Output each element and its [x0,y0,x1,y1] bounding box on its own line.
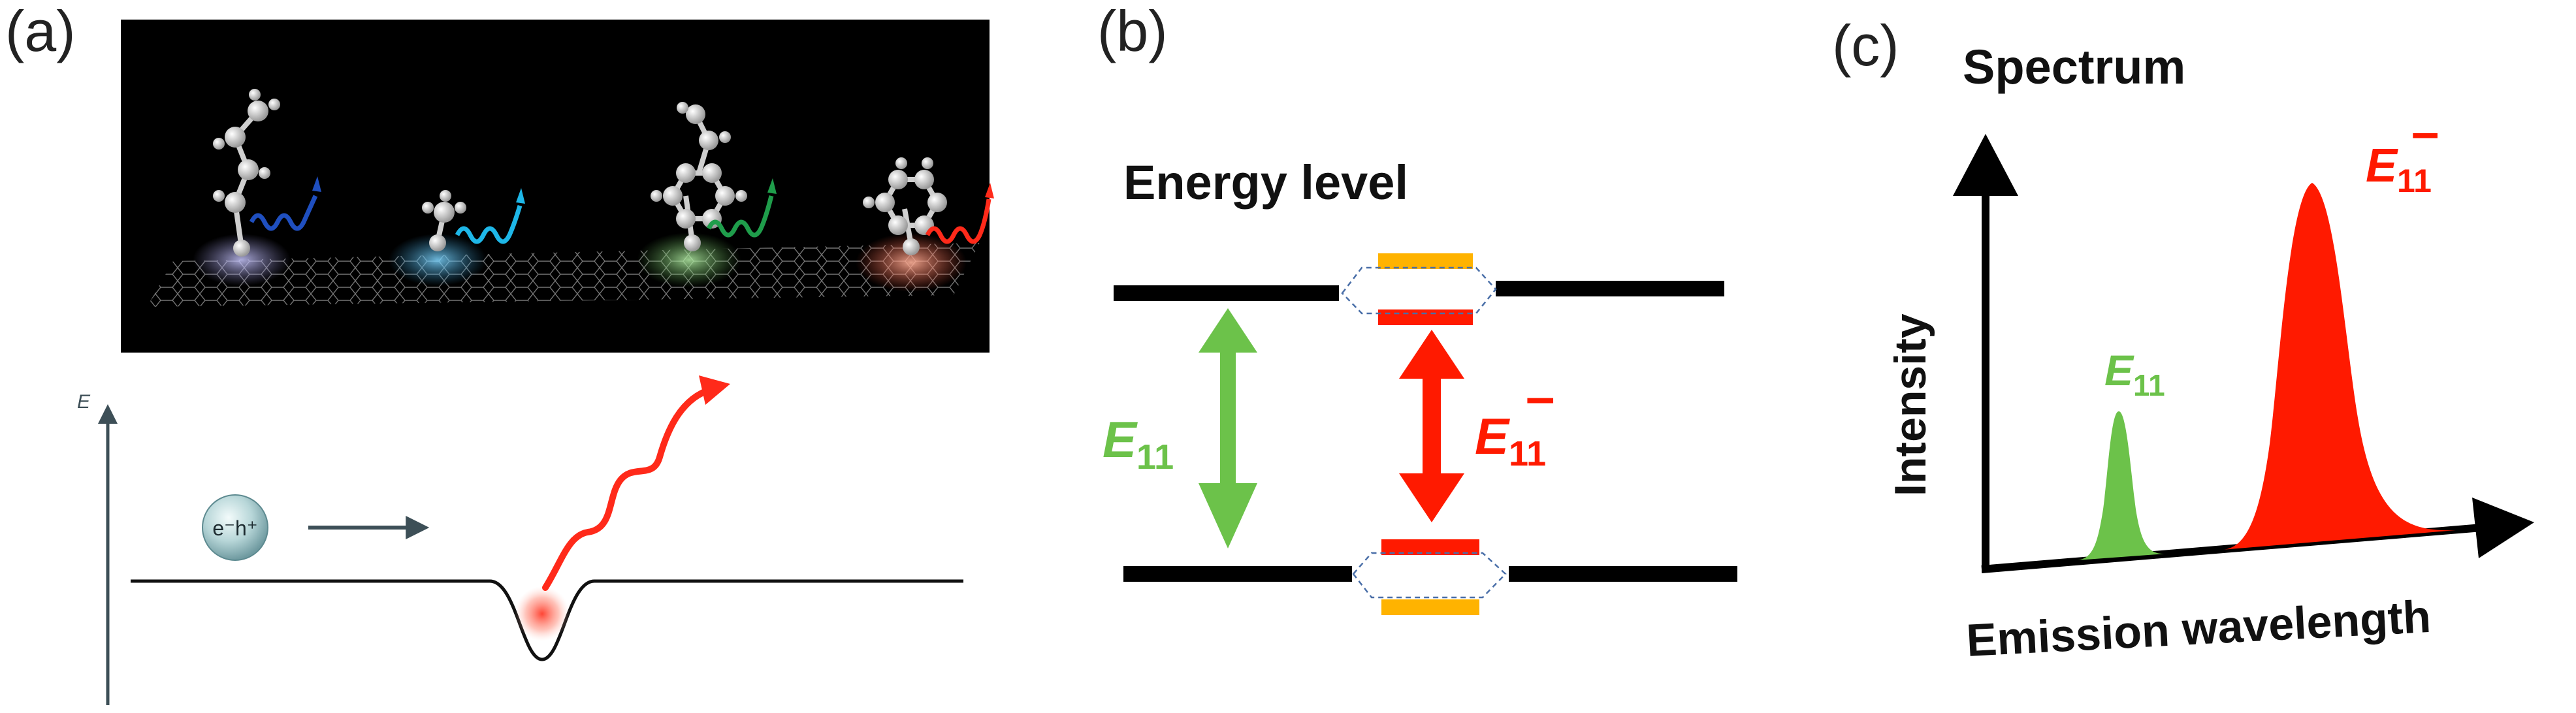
graphene-sheet [147,243,980,307]
potential-well-line [131,579,963,661]
emission-wave-blue [249,195,318,231]
e11-minus-red-double-arrow [1399,330,1464,522]
glow-green [637,232,741,287]
panel-c: (c) Spectrum Intensity Emission waveleng… [1832,13,2534,666]
e11-green-double-arrow [1199,308,1257,548]
lower-level-right [1509,566,1737,582]
e11-minus-label-b: E11 [1475,407,1546,473]
lower-level-left [1123,566,1352,582]
y-axis-arrowhead [1953,134,2018,196]
nanotube-molecule-render [121,20,994,353]
upper-level-left [1114,285,1339,301]
upper-level-right [1496,281,1724,296]
panel-c-label: (c) [1832,13,1899,78]
upper-split-orange [1378,253,1473,269]
spectrum-title: Spectrum [1963,40,2185,94]
molecule-3 [651,102,777,251]
molecule-1 [213,89,321,257]
x-axis-arrowhead [2472,498,2534,558]
exciton-sphere [202,494,268,561]
molecule-2 [422,188,525,251]
e11-peak-green [2077,411,2166,560]
emission-wave-green [706,195,774,238]
energy-level-title: Energy level [1123,155,1408,210]
x-axis-label: Emission wavelength [1965,591,2432,666]
upper-split-guide [1341,266,1497,315]
e11-label-c: E11 [2104,346,2165,402]
y-axis-label: Intensity [1886,313,1935,496]
exciton-label: e⁻h⁺ [212,516,257,540]
emission-wave-cyan [455,205,523,244]
panel-a: (a) [5,0,994,705]
e11-label-b: E11 [1103,411,1174,477]
lower-split-guide [1352,552,1507,599]
red-photon-arrowhead [699,375,730,405]
lower-split-orange [1381,599,1479,615]
e11-minus-label-c: E11 [2366,140,2432,199]
panel-b-label: (b) [1097,0,1168,63]
e11-minus-superscript-c: – [2411,104,2439,160]
panel-b: (b) Energy level E11 E1 [1097,0,1737,615]
exciton: e⁻h⁺ [202,494,268,561]
energy-axis-label: E [77,391,91,413]
glow-red [856,233,967,292]
glow-cyan [389,234,487,286]
trapped-exciton-glow [515,586,570,641]
panel-a-label: (a) [5,0,76,63]
red-photon-wave [542,386,715,591]
upper-split-red [1378,309,1473,325]
energy-potential-diagram: E e⁻h⁺ [77,375,963,705]
e11-minus-superscript-b: – [1526,368,1555,426]
emission-wave-red [925,198,991,244]
e11-minus-peak-red [2222,183,2456,550]
glow-blue-violet [193,234,291,286]
molecule-4 [863,157,994,255]
